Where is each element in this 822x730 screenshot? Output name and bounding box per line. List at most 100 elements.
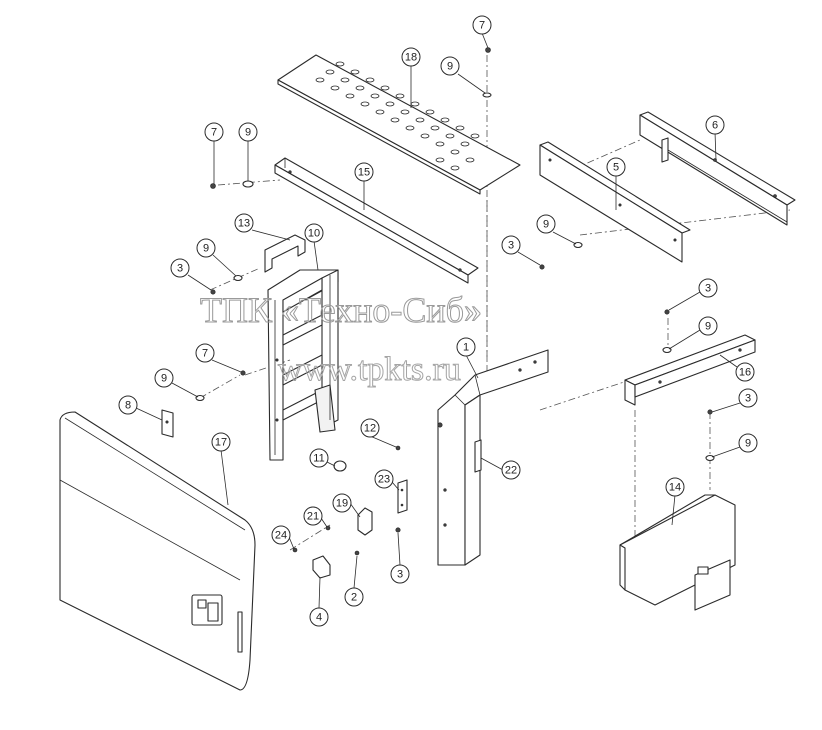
callout-19-c19: 19 <box>332 493 352 513</box>
callout-circle <box>390 564 410 584</box>
callout-7-c7a: 7 <box>472 15 492 35</box>
callout-16-c16: 16 <box>735 362 755 382</box>
callout-label: 9 <box>447 61 453 73</box>
callout-9-c9f: 9 <box>154 368 174 388</box>
part-11-knob <box>333 460 347 472</box>
callout-label: 7 <box>479 20 485 32</box>
callout-label: 3 <box>508 240 514 252</box>
callout-2-c2: 2 <box>344 587 364 607</box>
callout-circle <box>304 223 324 243</box>
callout-label: 7 <box>211 127 217 139</box>
callout-label: 9 <box>745 438 751 450</box>
callout-circle <box>738 433 758 453</box>
callout-15-c15: 15 <box>354 162 374 182</box>
callout-9-c9g: 9 <box>738 433 758 453</box>
callout-11-c11: 11 <box>309 448 329 468</box>
callout-circle <box>501 235 521 255</box>
part-15-angle-bar <box>274 157 479 284</box>
callout-circle <box>501 460 521 480</box>
part-13-bracket <box>264 234 306 273</box>
callout-label: 9 <box>705 321 711 333</box>
callout-circle <box>211 432 231 452</box>
watermark: ТПК «Техно-Сиб» www.tpkts.ru <box>200 290 483 389</box>
callout-3-c3a: 3 <box>170 258 190 278</box>
part-16-angle-bracket <box>624 334 756 406</box>
callout-label: 23 <box>378 474 390 486</box>
callout-circle <box>698 278 718 298</box>
callout-label: 6 <box>712 120 718 132</box>
part-14-box <box>619 494 736 611</box>
callout-9-c9b: 9 <box>238 122 258 142</box>
callout-label: 15 <box>358 167 370 179</box>
callout-17-c17: 17 <box>211 432 231 452</box>
callout-circle <box>204 122 224 142</box>
callout-label: 7 <box>202 348 208 360</box>
callout-circle <box>606 157 626 177</box>
callout-7-c7b: 7 <box>204 122 224 142</box>
callout-13-c13: 13 <box>234 213 254 233</box>
callout-circle <box>360 418 380 438</box>
callout-circle <box>354 162 374 182</box>
callout-circle <box>309 607 329 627</box>
callout-circle <box>472 15 492 35</box>
leader-lines <box>135 32 741 609</box>
callout-label: 3 <box>397 569 403 581</box>
part-6-angle-bar <box>639 111 796 226</box>
callout-label: 8 <box>125 400 131 412</box>
callout-21-c21: 21 <box>303 506 323 526</box>
callout-label: 24 <box>275 530 287 542</box>
callout-circle <box>195 343 215 363</box>
part-4-latch <box>312 555 331 579</box>
callout-circle <box>309 448 329 468</box>
callout-circle <box>738 388 758 408</box>
callout-circle <box>344 587 364 607</box>
part-17-panel-door <box>59 411 256 691</box>
callout-circle <box>374 469 394 489</box>
part-5-panel <box>539 141 691 263</box>
part-10-frame <box>267 269 339 461</box>
callout-circle <box>698 316 718 336</box>
callout-3-c3c: 3 <box>698 278 718 298</box>
part-8-plate <box>161 409 174 438</box>
callout-4-c4: 4 <box>309 607 329 627</box>
callout-label: 3 <box>177 263 183 275</box>
callout-circle <box>536 214 556 234</box>
callout-label: 9 <box>245 127 251 139</box>
callout-circle <box>332 493 352 513</box>
callout-circle <box>118 395 138 415</box>
callout-7-c7c: 7 <box>195 343 215 363</box>
callout-9-c9d: 9 <box>536 214 556 234</box>
callout-22-c22: 22 <box>501 460 521 480</box>
callout-circle <box>303 506 323 526</box>
callout-label: 11 <box>313 453 324 465</box>
callout-circle <box>665 477 685 497</box>
callout-label: 22 <box>505 465 517 477</box>
callout-circle <box>271 525 291 545</box>
callout-circle <box>238 122 258 142</box>
callout-label: 9 <box>543 219 549 231</box>
callout-label: 12 <box>364 423 376 435</box>
watermark-line1: ТПК «Техно-Сиб» <box>200 290 482 330</box>
callout-label: 21 <box>307 511 319 523</box>
callout-label: 17 <box>215 437 227 449</box>
callout-label: 9 <box>203 243 209 255</box>
callout-circle <box>440 56 460 76</box>
callout-18-c18: 18 <box>401 47 421 67</box>
watermark-line2: www.tpkts.ru <box>278 351 461 388</box>
callout-label: 9 <box>161 373 167 385</box>
part-19-clip <box>357 507 373 536</box>
callout-circle <box>170 258 190 278</box>
callout-label: 13 <box>238 218 250 230</box>
callout-label: 19 <box>336 498 348 510</box>
callout-8-c8: 8 <box>118 395 138 415</box>
callout-label: 14 <box>669 482 681 494</box>
callout-5-c5: 5 <box>606 157 626 177</box>
callout-10-c10: 10 <box>304 223 324 243</box>
callout-circle <box>456 337 476 357</box>
callout-9-c9a: 9 <box>440 56 460 76</box>
callout-6-c6: 6 <box>705 115 725 135</box>
callout-circle <box>154 368 174 388</box>
callout-label: 3 <box>745 393 751 405</box>
